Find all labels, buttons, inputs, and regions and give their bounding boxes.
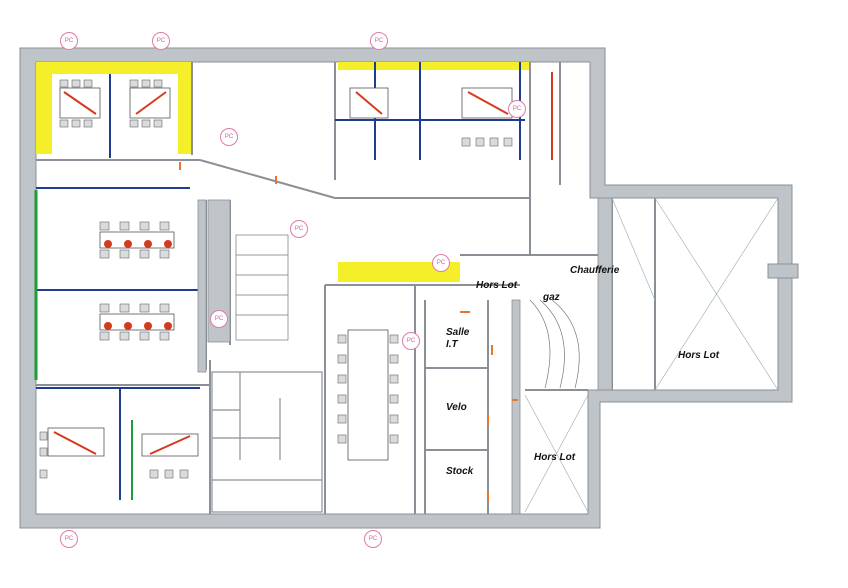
- pc-marker: PC: [152, 32, 170, 50]
- desk-markers: [53, 91, 509, 455]
- room-label-hors-lot-top: Hors Lot: [476, 280, 518, 291]
- room-label-gaz: gaz: [543, 292, 560, 303]
- chairs: [39, 79, 513, 479]
- room-label-it: I.T: [446, 339, 458, 350]
- pc-marker: PC: [364, 530, 382, 548]
- stairs-main: [235, 234, 580, 389]
- room-label-hors-lot-right: Hors Lot: [678, 350, 720, 361]
- room-label-hors-lot-bottom: Hors Lot: [534, 452, 576, 463]
- pc-marker: PC: [290, 220, 308, 238]
- pc-marker: PC: [508, 100, 526, 118]
- sanitary-block: [211, 371, 323, 513]
- glass-partitions: [36, 62, 525, 500]
- room-label-stock: Stock: [446, 466, 474, 477]
- pc-marker: PC: [432, 254, 450, 272]
- pc-marker: PC: [370, 32, 388, 50]
- pc-marker: PC: [210, 310, 228, 328]
- room-label-chaufferie: Chaufferie: [570, 265, 620, 276]
- room-label-velo: Velo: [446, 402, 467, 413]
- technical-room-diagonals: [524, 197, 779, 513]
- door-marks: [179, 162, 518, 502]
- pc-marker: PC: [60, 530, 78, 548]
- room-label-salle: Salle: [446, 327, 470, 338]
- inner-walls: [36, 62, 656, 514]
- pc-marker: PC: [60, 32, 78, 50]
- pc-marker: PC: [402, 332, 420, 350]
- structural-walls: [197, 197, 613, 515]
- red-dots: [104, 240, 172, 330]
- yellow-zones: [36, 62, 530, 282]
- pc-marker: PC: [220, 128, 238, 146]
